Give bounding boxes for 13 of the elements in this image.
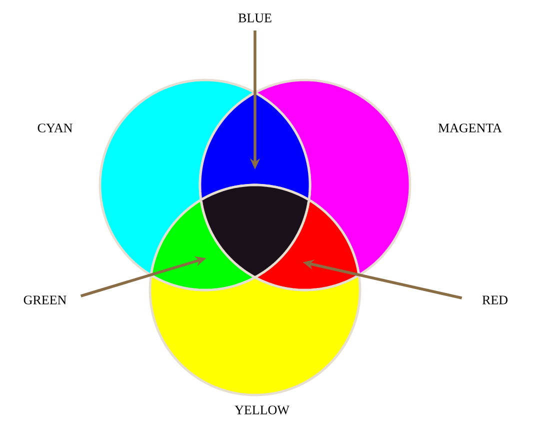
circle-region <box>148 274 362 396</box>
overlap-region <box>150 198 258 292</box>
overlap-region <box>198 91 312 202</box>
circle-region <box>98 78 256 276</box>
color-label: RED <box>482 296 508 304</box>
overlap-region <box>252 198 360 292</box>
color-label: GREEN <box>24 296 66 304</box>
color-label: YELLOW <box>234 406 290 414</box>
color-label: MAGENTA <box>438 124 502 132</box>
circle-region <box>254 78 412 276</box>
overlap-region <box>200 184 310 279</box>
color-label: CYAN <box>38 124 72 132</box>
color-label: BLUE <box>238 14 272 22</box>
